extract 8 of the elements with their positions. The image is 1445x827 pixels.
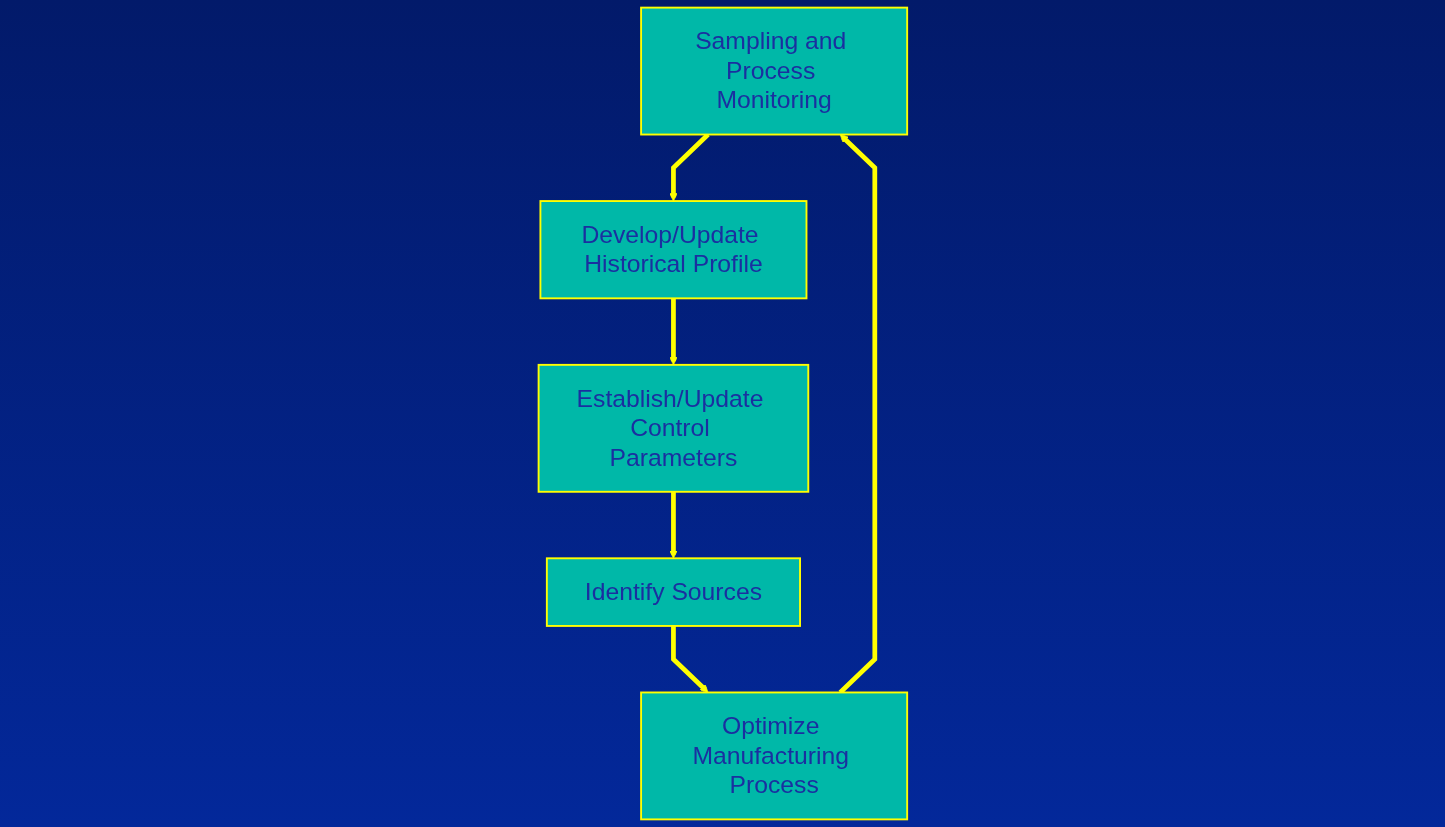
arrow [668, 298, 678, 366]
node-box: Establish/Update Control Parameters [537, 363, 809, 493]
node-box: Sampling and Process Monitoring [639, 6, 908, 136]
node-box: Optimize Manufacturing Process [639, 691, 908, 821]
node-box: Develop/Update Historical Profile [539, 200, 808, 300]
node-box: Identify Sources [545, 557, 801, 627]
arrow [670, 625, 709, 693]
arrow [668, 491, 678, 559]
